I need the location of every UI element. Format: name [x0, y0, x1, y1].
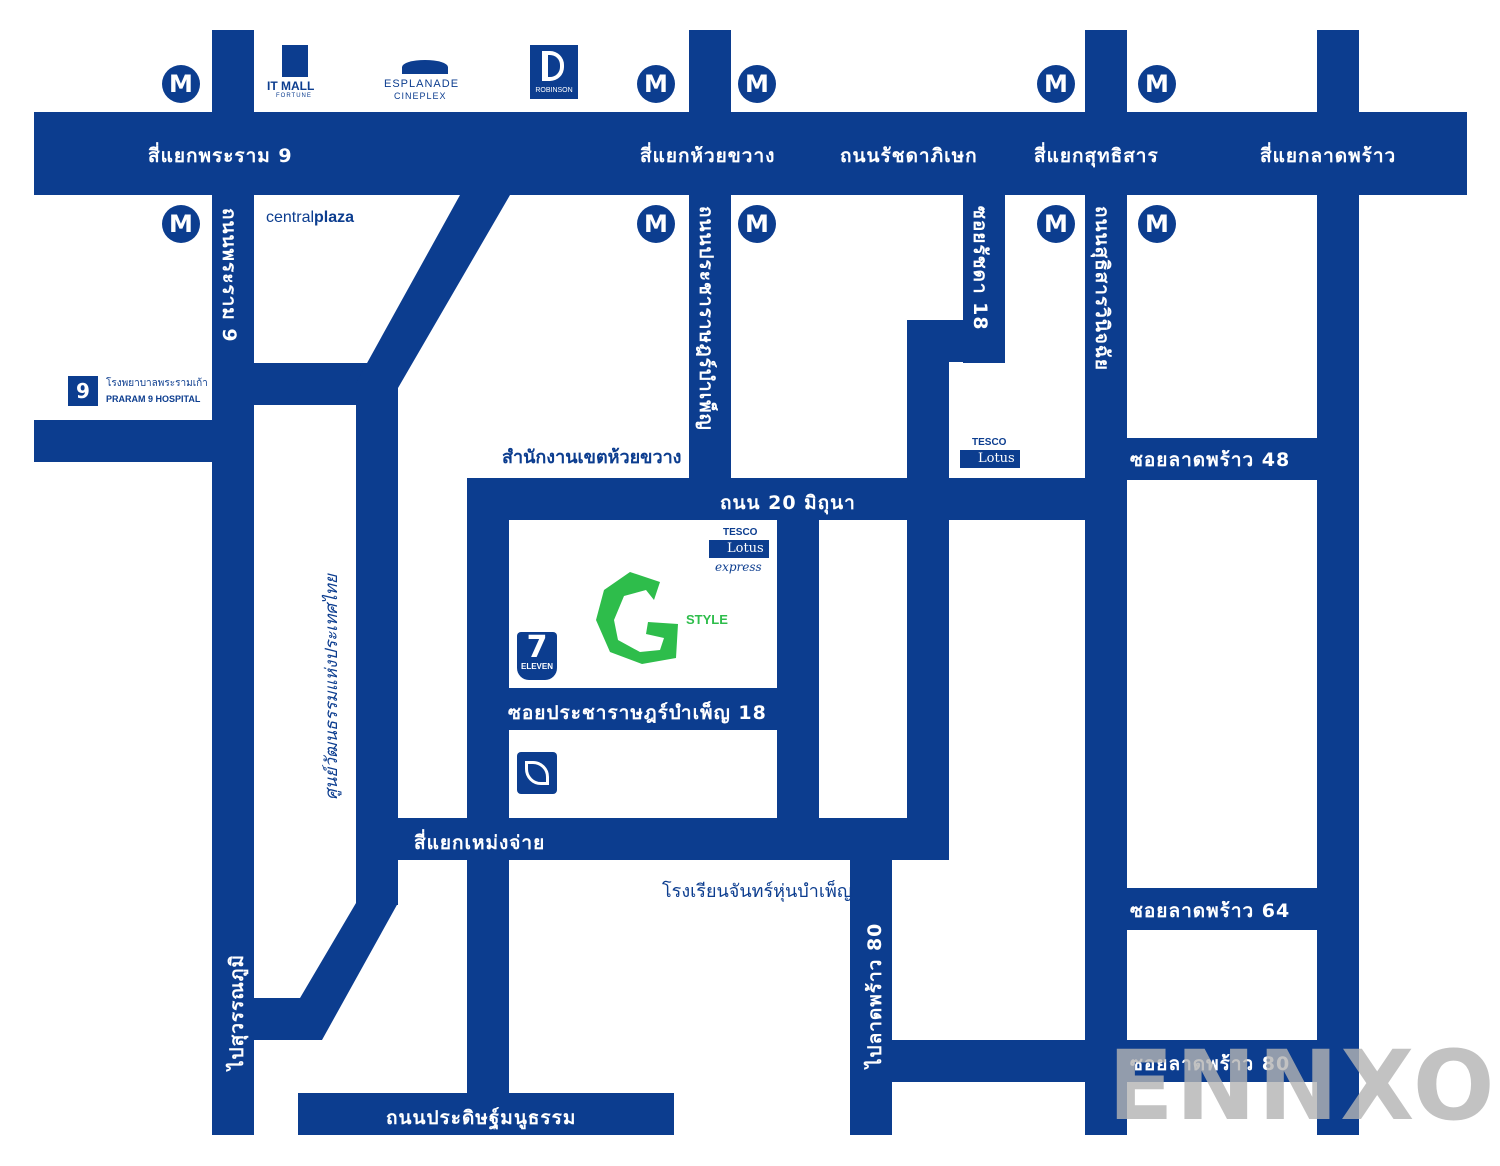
road-pracharat-vertical: [689, 30, 731, 480]
it-mall-name: IT MALL: [267, 79, 315, 93]
label-pracha-uthit-road: ถนนประดิษฐ์มนูธรรม: [386, 1107, 577, 1129]
tesco-lotus-logo: TESCO Lotus: [960, 437, 1020, 469]
label-soi-lat-phrao-64: ซอยลาดพร้าว 64: [1130, 900, 1291, 922]
tesco-express-name: TESCO: [723, 527, 758, 538]
g-style-logo: STYLE: [590, 568, 750, 668]
hospital-logo: 9 โรงพยาบาลพระรามเก้า PRARAM 9 HOSPITAL: [68, 376, 213, 408]
label-school: โรงเรียนจันทร์หุ่นบำเพ็ญ: [662, 881, 853, 902]
metro-icon: M: [162, 205, 200, 243]
road-sutthisan-vertical: [1085, 30, 1127, 1135]
label-meng-chai-intersection: สี่แยกเหม่งจ่าย: [414, 832, 546, 854]
road-lat-phrao-80-vertical: [850, 860, 892, 1135]
label-lat-phrao-intersection: สี่แยกลาดพร้าว: [1260, 145, 1397, 167]
metro-icon: M: [738, 205, 776, 243]
metro-icon: M: [1037, 65, 1075, 103]
watermark: ENNXO: [1108, 1030, 1497, 1142]
express-text: express: [715, 560, 762, 574]
road-block-right: [907, 320, 949, 860]
label-pracharat-bamphen-road: ถนนประชาราษฎร์บำเพ็ญ: [695, 206, 717, 431]
label-sutthisan-intersection: สี่แยกสุทธิสาร: [1034, 145, 1159, 167]
road-rama9-vertical: [212, 30, 254, 1135]
label-rama9-intersection: สี่แยกพระราม 9: [148, 145, 293, 167]
label-rama9-road: ถนนพระราม 9: [218, 208, 240, 343]
lotus-express-box: [709, 540, 769, 558]
hospital-name-en: PRARAM 9 HOSPITAL: [106, 394, 201, 404]
it-mall-logo: IT MALL FORTUNE: [266, 45, 326, 101]
esplanade-logo: ESPLANADE CINEPLEX: [384, 60, 470, 104]
esplanade-icon: [402, 60, 448, 74]
label-road-20-mithuna: ถนน 20 มิถุนา: [720, 492, 856, 514]
road-lat-phrao-vertical: [1317, 30, 1359, 1135]
road-left-branch: [34, 420, 214, 462]
bank-logo: [517, 752, 557, 794]
metro-icon: M: [637, 205, 675, 243]
g-style-g-icon: [596, 572, 678, 664]
road-soi-pracharat-18: [467, 688, 819, 730]
it-mall-sub: FORTUNE: [276, 93, 312, 99]
hospital-name-th: โรงพยาบาลพระรามเก้า: [106, 378, 208, 389]
metro-icon: M: [1138, 205, 1176, 243]
road-meng-chai: [356, 818, 948, 860]
road-soi-lat-phrao-80: [850, 1040, 1359, 1082]
label-ratchadaphisek-road: ถนนรัชดาภิเษก: [840, 145, 978, 167]
tesco-lotus-express-logo: TESCO Lotus express: [709, 527, 771, 575]
it-mall-icon: [282, 45, 308, 77]
metro-icon: M: [1037, 205, 1075, 243]
central-plaza-bold: plaza: [314, 209, 355, 226]
g-style-text: STYLE: [686, 612, 728, 627]
esplanade-sub: CINEPLEX: [394, 91, 447, 101]
lotus-express-name: Lotus: [727, 541, 764, 556]
metro-icon: M: [1138, 65, 1176, 103]
lotus-box: [960, 450, 1020, 468]
tesco-name: TESCO: [972, 437, 1007, 448]
road-diagonal-lower: [254, 860, 398, 1040]
road-pracha-uthit: [298, 1093, 674, 1135]
robinson-r-icon: [542, 51, 564, 81]
label-to-lat-phrao-80: ไปลาดพร้าว 80: [864, 922, 886, 1068]
label-sutthisan-road: ถนนสุธิสารวินิจฉัย: [1091, 206, 1113, 372]
seven-text: ELEVEN: [520, 662, 553, 671]
label-soi-lat-phrao-48: ซอยลาดพร้าว 48: [1130, 449, 1291, 471]
central-plaza-regular: central: [266, 209, 315, 226]
road-block-mid: [777, 478, 819, 818]
robinson-name: ROBINSON: [535, 87, 573, 94]
metro-icon: M: [637, 65, 675, 103]
label-soi-pracharat-18: ซอยประชาราษฎร์บำเพ็ญ 18: [508, 702, 767, 724]
label-huai-khwang-intersection: สี่แยกห้วยขวาง: [640, 145, 776, 167]
bank-leaf-icon: [525, 761, 549, 785]
label-soi-ratchada-18: ซอยรัชดา 18: [969, 206, 991, 331]
metro-icon: M: [162, 65, 200, 103]
seven-number: 7: [526, 630, 548, 665]
metro-icon: M: [738, 65, 776, 103]
road-soi-ratchada-18-link: [907, 320, 1005, 362]
road-block-left: [467, 478, 509, 1098]
road-rama9-main: [34, 112, 1467, 195]
lotus-name: Lotus: [978, 451, 1015, 466]
label-cultural-center: ศูนย์วัฒนธรรมแห่งประเทศไทย: [322, 574, 342, 800]
seven-eleven-logo: 7 ELEVEN: [517, 630, 557, 680]
label-to-suvarnabhumi: ไปสุวรรณภูมิ: [226, 954, 248, 1070]
road-soi-lat-phrao-64: [1085, 888, 1359, 930]
hospital-cross-icon: 9: [68, 376, 98, 406]
label-district-office: สำนักงานเขตห้วยขวาง: [502, 447, 682, 468]
central-plaza-logo: centralplaza: [266, 209, 354, 227]
road-soi-lat-phrao-48: [1085, 438, 1359, 480]
esplanade-name: ESPLANADE: [384, 78, 460, 90]
robinson-logo: ROBINSON: [530, 45, 578, 99]
label-soi-lat-phrao-80: ซอยลาดพร้าว 80: [1130, 1053, 1291, 1075]
